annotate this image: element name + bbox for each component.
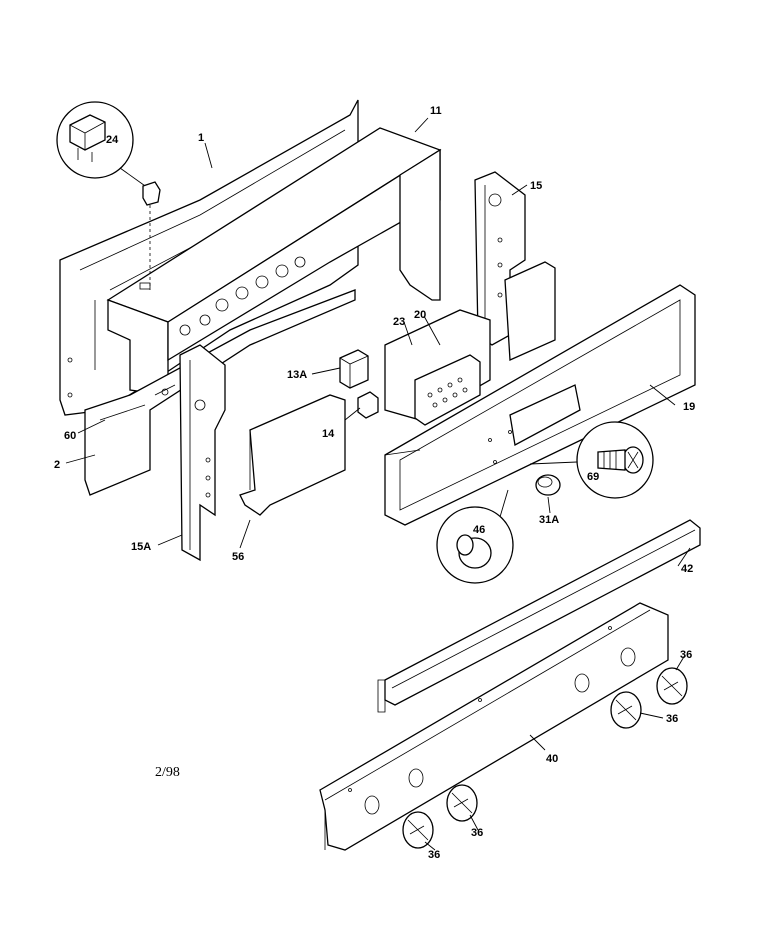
label-part-13a: 13A [287, 369, 307, 381]
label-part-19: 19 [683, 401, 695, 413]
burner-knob-4 [656, 667, 688, 705]
date-code: 2/98 [155, 765, 180, 780]
label-part-24: 24 [106, 134, 119, 146]
screw-callout [529, 421, 654, 499]
knob-small-part [535, 474, 561, 496]
label-part-56: 56 [232, 551, 244, 563]
label-part-1: 1 [198, 132, 204, 144]
heat-shield-part [239, 394, 346, 516]
burner-knob-2 [446, 784, 478, 822]
label-part-23: 23 [393, 316, 405, 328]
trim-strip-part [377, 519, 701, 713]
label-part-40: 40 [546, 753, 558, 765]
label-part-20: 20 [414, 309, 426, 321]
label-part-36-c: 36 [471, 827, 483, 839]
label-part-15a: 15A [131, 541, 151, 553]
clock-control-part [384, 309, 491, 426]
knob-backguard-part [319, 602, 669, 851]
label-part-36-d: 36 [428, 849, 440, 861]
relay-part [339, 349, 369, 389]
knob-callout [436, 489, 514, 584]
label-part-36-a: 36 [680, 649, 692, 661]
manifold-bracket-part [106, 127, 442, 396]
rocker-switch-callout [56, 101, 161, 290]
label-part-60: 60 [64, 430, 76, 442]
label-part-42: 42 [681, 563, 693, 575]
label-part-69: 69 [587, 471, 599, 483]
label-part-14: 14 [322, 428, 335, 440]
right-side-bracket-part [474, 171, 526, 346]
label-part-2: 2 [54, 459, 60, 471]
burner-knob-3 [610, 691, 642, 729]
label-part-46: 46 [473, 524, 485, 536]
label-part-11: 11 [430, 105, 442, 117]
burner-knob-1 [402, 811, 434, 849]
control-panel-face-part [384, 284, 696, 526]
left-side-bracket-part [179, 344, 226, 562]
leader-lines [65, 117, 691, 851]
rear-right-panel [504, 261, 556, 361]
label-part-31a: 31A [539, 514, 559, 526]
lower-panel-part [84, 289, 356, 496]
label-part-36-b: 36 [666, 713, 678, 725]
switch-part [357, 391, 379, 419]
label-part-15: 15 [530, 180, 542, 192]
